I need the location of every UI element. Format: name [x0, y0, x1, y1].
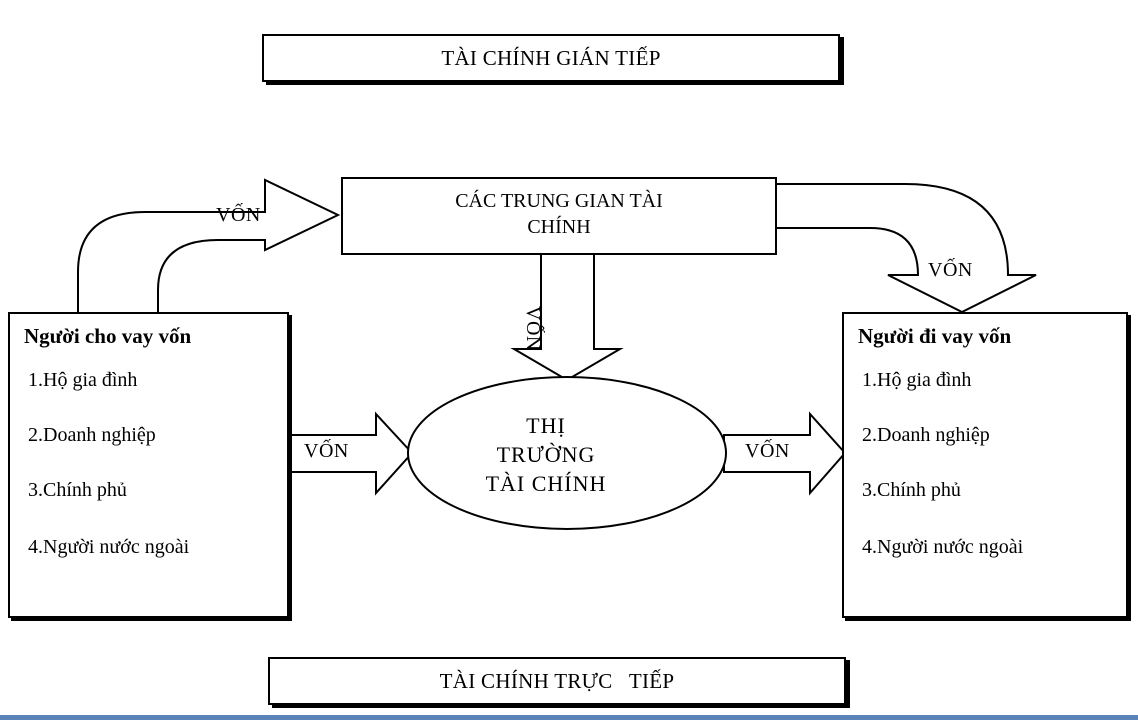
lenders-list: 1.Hộ gia đình 2.Doanh nghiệp 3.Chính phủ…	[24, 367, 287, 562]
financial-market-label-line-3: TÀI CHÍNH	[485, 471, 607, 496]
lenders-list-item: 1.Hộ gia đình	[28, 369, 138, 391]
flow-label-intermediary-to-market: VỐN	[522, 306, 544, 351]
lenders-list-item: 3.Chính phủ	[28, 479, 127, 501]
flow-label-lender-to-market: VỐN	[304, 440, 349, 462]
borrowers-list: 1.Hộ gia đình 2.Doanh nghiệp 3.Chính phủ…	[858, 367, 1126, 562]
lenders-box: Người cho vay vốn 1.Hộ gia đình 2.Doanh …	[8, 312, 289, 618]
borrowers-list-item: 1.Hộ gia đình	[862, 369, 972, 391]
lender-to-market-arrow	[288, 411, 414, 496]
bottom-strip	[0, 715, 1138, 720]
borrowers-title: Người đi vay vốn	[858, 324, 1012, 348]
intermediaries-label-line-1: CÁC TRUNG GIAN TÀI	[455, 190, 663, 212]
lender-to-intermediary-arrow	[77, 178, 341, 312]
financial-market-label: THỊ TRƯỜNG TÀI CHÍNH	[436, 411, 656, 498]
lenders-title: Người cho vay vốn	[24, 324, 192, 348]
borrowers-list-item: 3.Chính phủ	[862, 479, 961, 501]
intermediary-to-borrower-arrow	[776, 183, 1037, 314]
lenders-list-item: 2.Doanh nghiệp	[28, 424, 156, 446]
intermediaries-box	[341, 177, 777, 255]
indirect-finance-title-text: TÀI CHÍNH GIÁN TIẾP	[441, 45, 661, 70]
financial-market-label-line-2: TRƯỜNG	[496, 442, 596, 467]
flow-label-market-to-borrower: VỐN	[745, 440, 790, 462]
intermediaries-label: CÁC TRUNG GIAN TÀI CHÍNH	[342, 188, 776, 240]
intermediary-to-market-arrow	[510, 253, 624, 382]
lenders-list-item: 4.Người nước ngoài	[28, 536, 190, 558]
direct-finance-title: TÀI CHÍNH TRỰC TIẾP	[268, 657, 846, 705]
indirect-finance-title: TÀI CHÍNH GIÁN TIẾP	[262, 34, 840, 82]
direct-finance-title-text: TÀI CHÍNH TRỰC TIẾP	[439, 668, 675, 693]
intermediaries-label-line-2: CHÍNH	[527, 216, 591, 238]
flow-label-intermediary-to-borrower: VỐN	[928, 259, 973, 281]
financial-market-ellipse	[407, 376, 727, 530]
financial-market-label-line-1: THỊ	[526, 413, 566, 438]
borrowers-box: Người đi vay vốn 1.Hộ gia đình 2.Doanh n…	[842, 312, 1128, 618]
borrowers-list-item: 4.Người nước ngoài	[862, 536, 1024, 558]
flow-label-lender-to-intermediary: VỐN	[216, 204, 261, 226]
market-to-borrower-arrow	[723, 411, 847, 496]
borrowers-list-item: 2.Doanh nghiệp	[862, 424, 990, 446]
